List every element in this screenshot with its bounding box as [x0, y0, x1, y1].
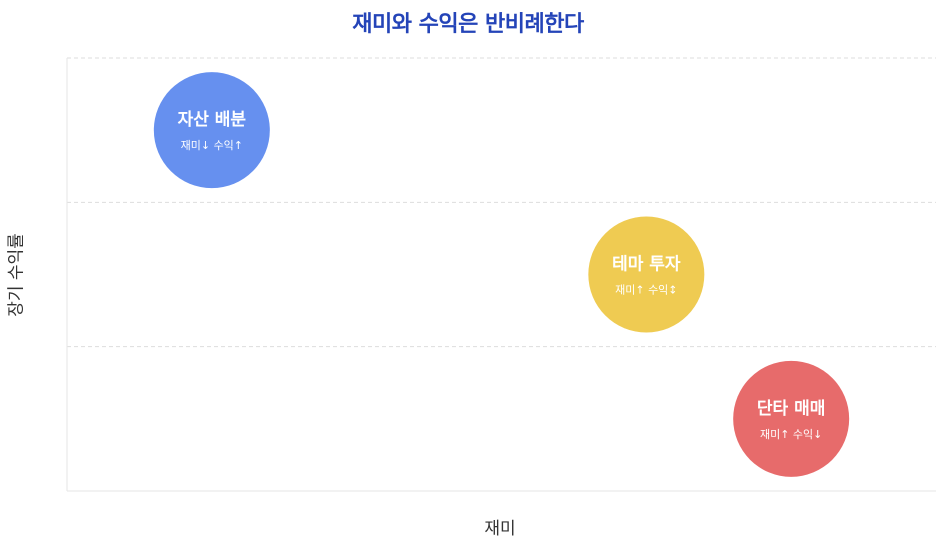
- bubble-circle: [733, 360, 850, 477]
- x-axis-label: 재미: [484, 519, 516, 539]
- chart-title: 재미와 수익은 반비례한다: [352, 12, 584, 37]
- bubble-label: 자산 배분: [178, 110, 247, 130]
- bubble-label: 테마 투자: [612, 255, 681, 275]
- bubble-sublabel: 재미↓ 수익↑: [181, 139, 243, 152]
- bubble-label: 단타 매매: [757, 399, 825, 419]
- grid-lines: [67, 57, 936, 348]
- bubble-circle: [153, 72, 270, 189]
- bubble-sublabel: 재미↑ 수익↕: [615, 284, 677, 297]
- bubble-circle: [588, 216, 705, 333]
- axes: [66, 58, 936, 492]
- bubble-sublabel: 재미↑ 수익↓: [760, 428, 822, 441]
